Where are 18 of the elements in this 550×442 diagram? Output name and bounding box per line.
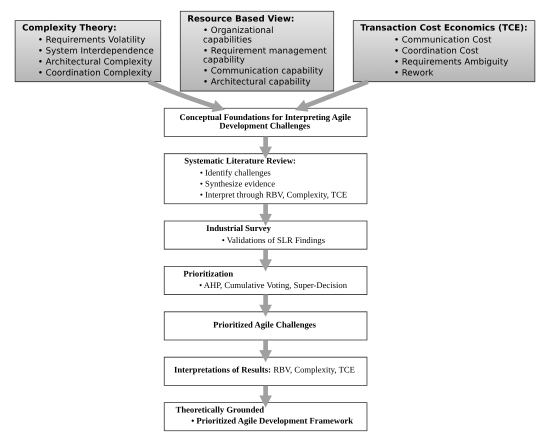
arrow — [259, 204, 272, 226]
arrow — [259, 340, 272, 362]
arrow — [148, 80, 225, 112]
arrow — [294, 79, 369, 112]
node-box: Complexity Theory: • Requirements Volatility • System Interdependence • Architectural Complexity • Coordination Complexity — [14, 20, 162, 82]
arrow — [259, 136, 272, 159]
node-box: Industrial Survey • Validations of SLR Findings — [164, 220, 368, 250]
node-box: Prioritization • AHP, Cumulative Voting, Super-Decision — [164, 266, 368, 295]
node-box: Prioritized Agile Challenges — [164, 311, 368, 340]
node-box: Resource Based View: • Organizational capabilities • Requirement management capability • Communication capability • Architectural capability — [180, 10, 334, 92]
arrow — [259, 294, 272, 317]
node-box: Interpretations of Results: RBV, Complexity, TCE — [164, 356, 368, 386]
node-box: Systematic Literature Review: • Identify challenges • Synthesize evidence • Interpret through RBV, Complexity, TCE — [164, 153, 368, 204]
node-box: Theoretically Grounded • Prioritized Agile Development Framework — [164, 402, 368, 432]
arrow — [259, 385, 272, 408]
arrow — [259, 249, 272, 272]
node-box: Conceptual Foundations for Interpreting Agile Development Challenges — [164, 108, 368, 137]
node-box: Transaction Cost Economics (TCE): • Communication Cost • Coordination Cost • Requirements Ambiguity • Rework — [352, 20, 536, 82]
